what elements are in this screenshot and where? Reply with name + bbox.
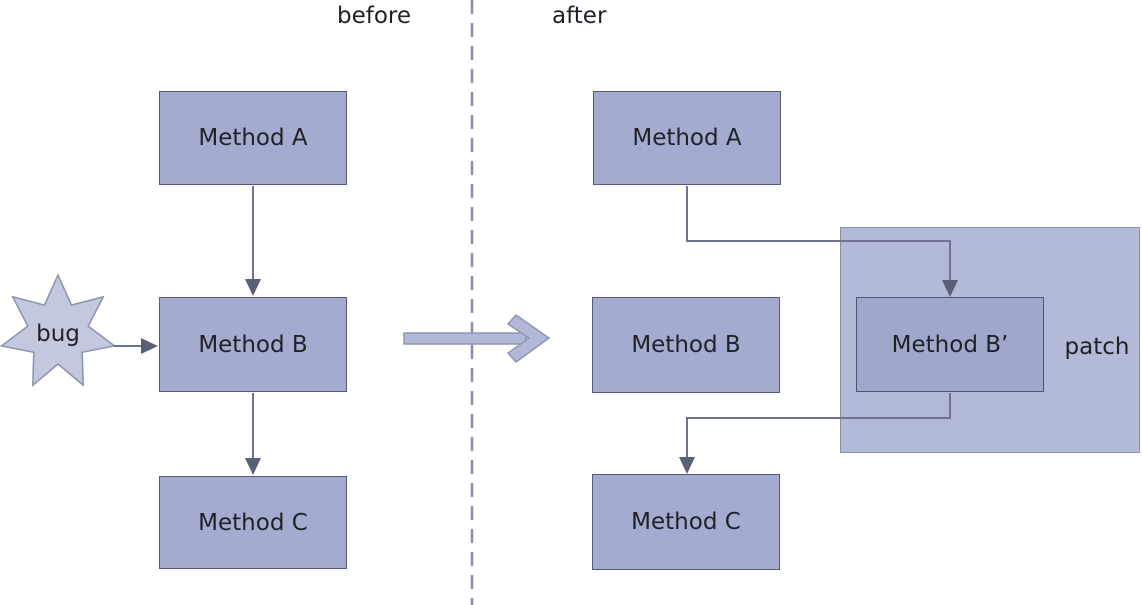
before-method-a-box: Method A (159, 91, 347, 185)
connector-before-a-to-b-arrowhead (245, 279, 261, 296)
bug-label: bug (36, 321, 80, 347)
after-method-c-label: Method C (631, 509, 741, 535)
before-method-b-label: Method B (198, 331, 308, 358)
after-method-b-box: Method B (592, 297, 780, 393)
before-method-a-label: Method A (198, 125, 308, 151)
connector-before-b-to-c-arrowhead (245, 458, 261, 475)
after-section-label: after (552, 3, 607, 29)
before-method-b-box: Method B (159, 297, 347, 392)
after-method-c-box: Method C (592, 474, 780, 570)
connector-bug-to-b-arrowhead (141, 338, 158, 354)
before-method-c-box: Method C (159, 476, 347, 569)
before-method-c-label: Method C (198, 509, 308, 536)
after-method-b-label: Method B (631, 332, 741, 358)
after-method-b-prime-label: Method B’ (891, 331, 1009, 358)
connector-after-bprime-to-c-arrowhead (679, 457, 695, 474)
after-method-a-label: Method A (632, 125, 742, 151)
transform-arrow-head (506, 314, 551, 364)
transform-arrow-shaft (403, 332, 527, 345)
after-method-a-box: Method A (593, 91, 781, 185)
after-method-b-prime-box: Method B’ (856, 297, 1044, 392)
patch-label: patch (1064, 334, 1130, 360)
before-section-label: before (337, 3, 412, 29)
